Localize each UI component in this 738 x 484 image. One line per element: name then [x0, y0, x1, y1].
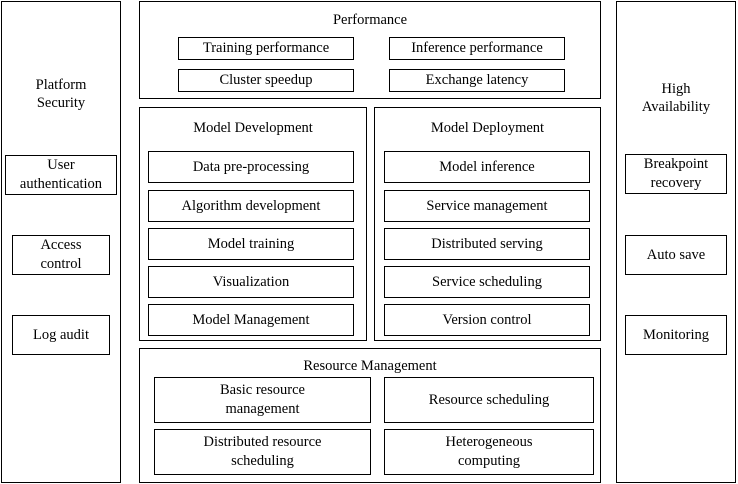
distributed-resource-scheduling-box: Distributed resource scheduling — [154, 429, 371, 475]
access-control-box: Access control — [12, 235, 110, 275]
distributed-serving-box: Distributed serving — [384, 228, 590, 260]
monitoring-box: Monitoring — [625, 315, 727, 355]
heterogeneous-computing-box: Heterogeneous computing — [384, 429, 594, 475]
resource-scheduling-box: Resource scheduling — [384, 377, 594, 423]
high-availability-panel: High Availability Breakpoint recovery Au… — [616, 1, 736, 483]
model-deployment-panel: Model Deployment Model inference Service… — [374, 107, 601, 341]
resource-management-panel: Resource Management Basic resource manag… — [139, 348, 601, 483]
inference-performance-box: Inference performance — [389, 37, 565, 60]
performance-panel: Performance Training performance Inferen… — [139, 1, 601, 99]
model-management-box: Model Management — [148, 304, 354, 336]
service-scheduling-box: Service scheduling — [384, 266, 590, 298]
model-deployment-title: Model Deployment — [430, 120, 545, 136]
basic-resource-management-box: Basic resource management — [154, 377, 371, 423]
high-availability-title: High Availability — [641, 81, 711, 115]
breakpoint-recovery-box: Breakpoint recovery — [625, 154, 727, 194]
training-performance-box: Training performance — [178, 37, 354, 60]
model-development-panel: Model Development Data pre-processing Al… — [139, 107, 367, 341]
model-training-box: Model training — [148, 228, 354, 260]
algorithm-development-box: Algorithm development — [148, 190, 354, 222]
service-management-box: Service management — [384, 190, 590, 222]
platform-security-panel: Platform Security User authentication Ac… — [1, 1, 121, 483]
auto-save-box: Auto save — [625, 235, 727, 275]
visualization-box: Visualization — [148, 266, 354, 298]
user-authentication-box: User authentication — [5, 155, 117, 195]
cluster-speedup-box: Cluster speedup — [178, 69, 354, 92]
model-inference-box: Model inference — [384, 151, 590, 183]
data-preprocessing-box: Data pre-processing — [148, 151, 354, 183]
version-control-box: Version control — [384, 304, 590, 336]
log-audit-box: Log audit — [12, 315, 110, 355]
resource-management-title: Resource Management — [303, 358, 437, 374]
exchange-latency-box: Exchange latency — [389, 69, 565, 92]
model-development-title: Model Development — [193, 120, 313, 136]
platform-security-title: Platform Security — [35, 77, 87, 111]
performance-title: Performance — [332, 12, 408, 28]
